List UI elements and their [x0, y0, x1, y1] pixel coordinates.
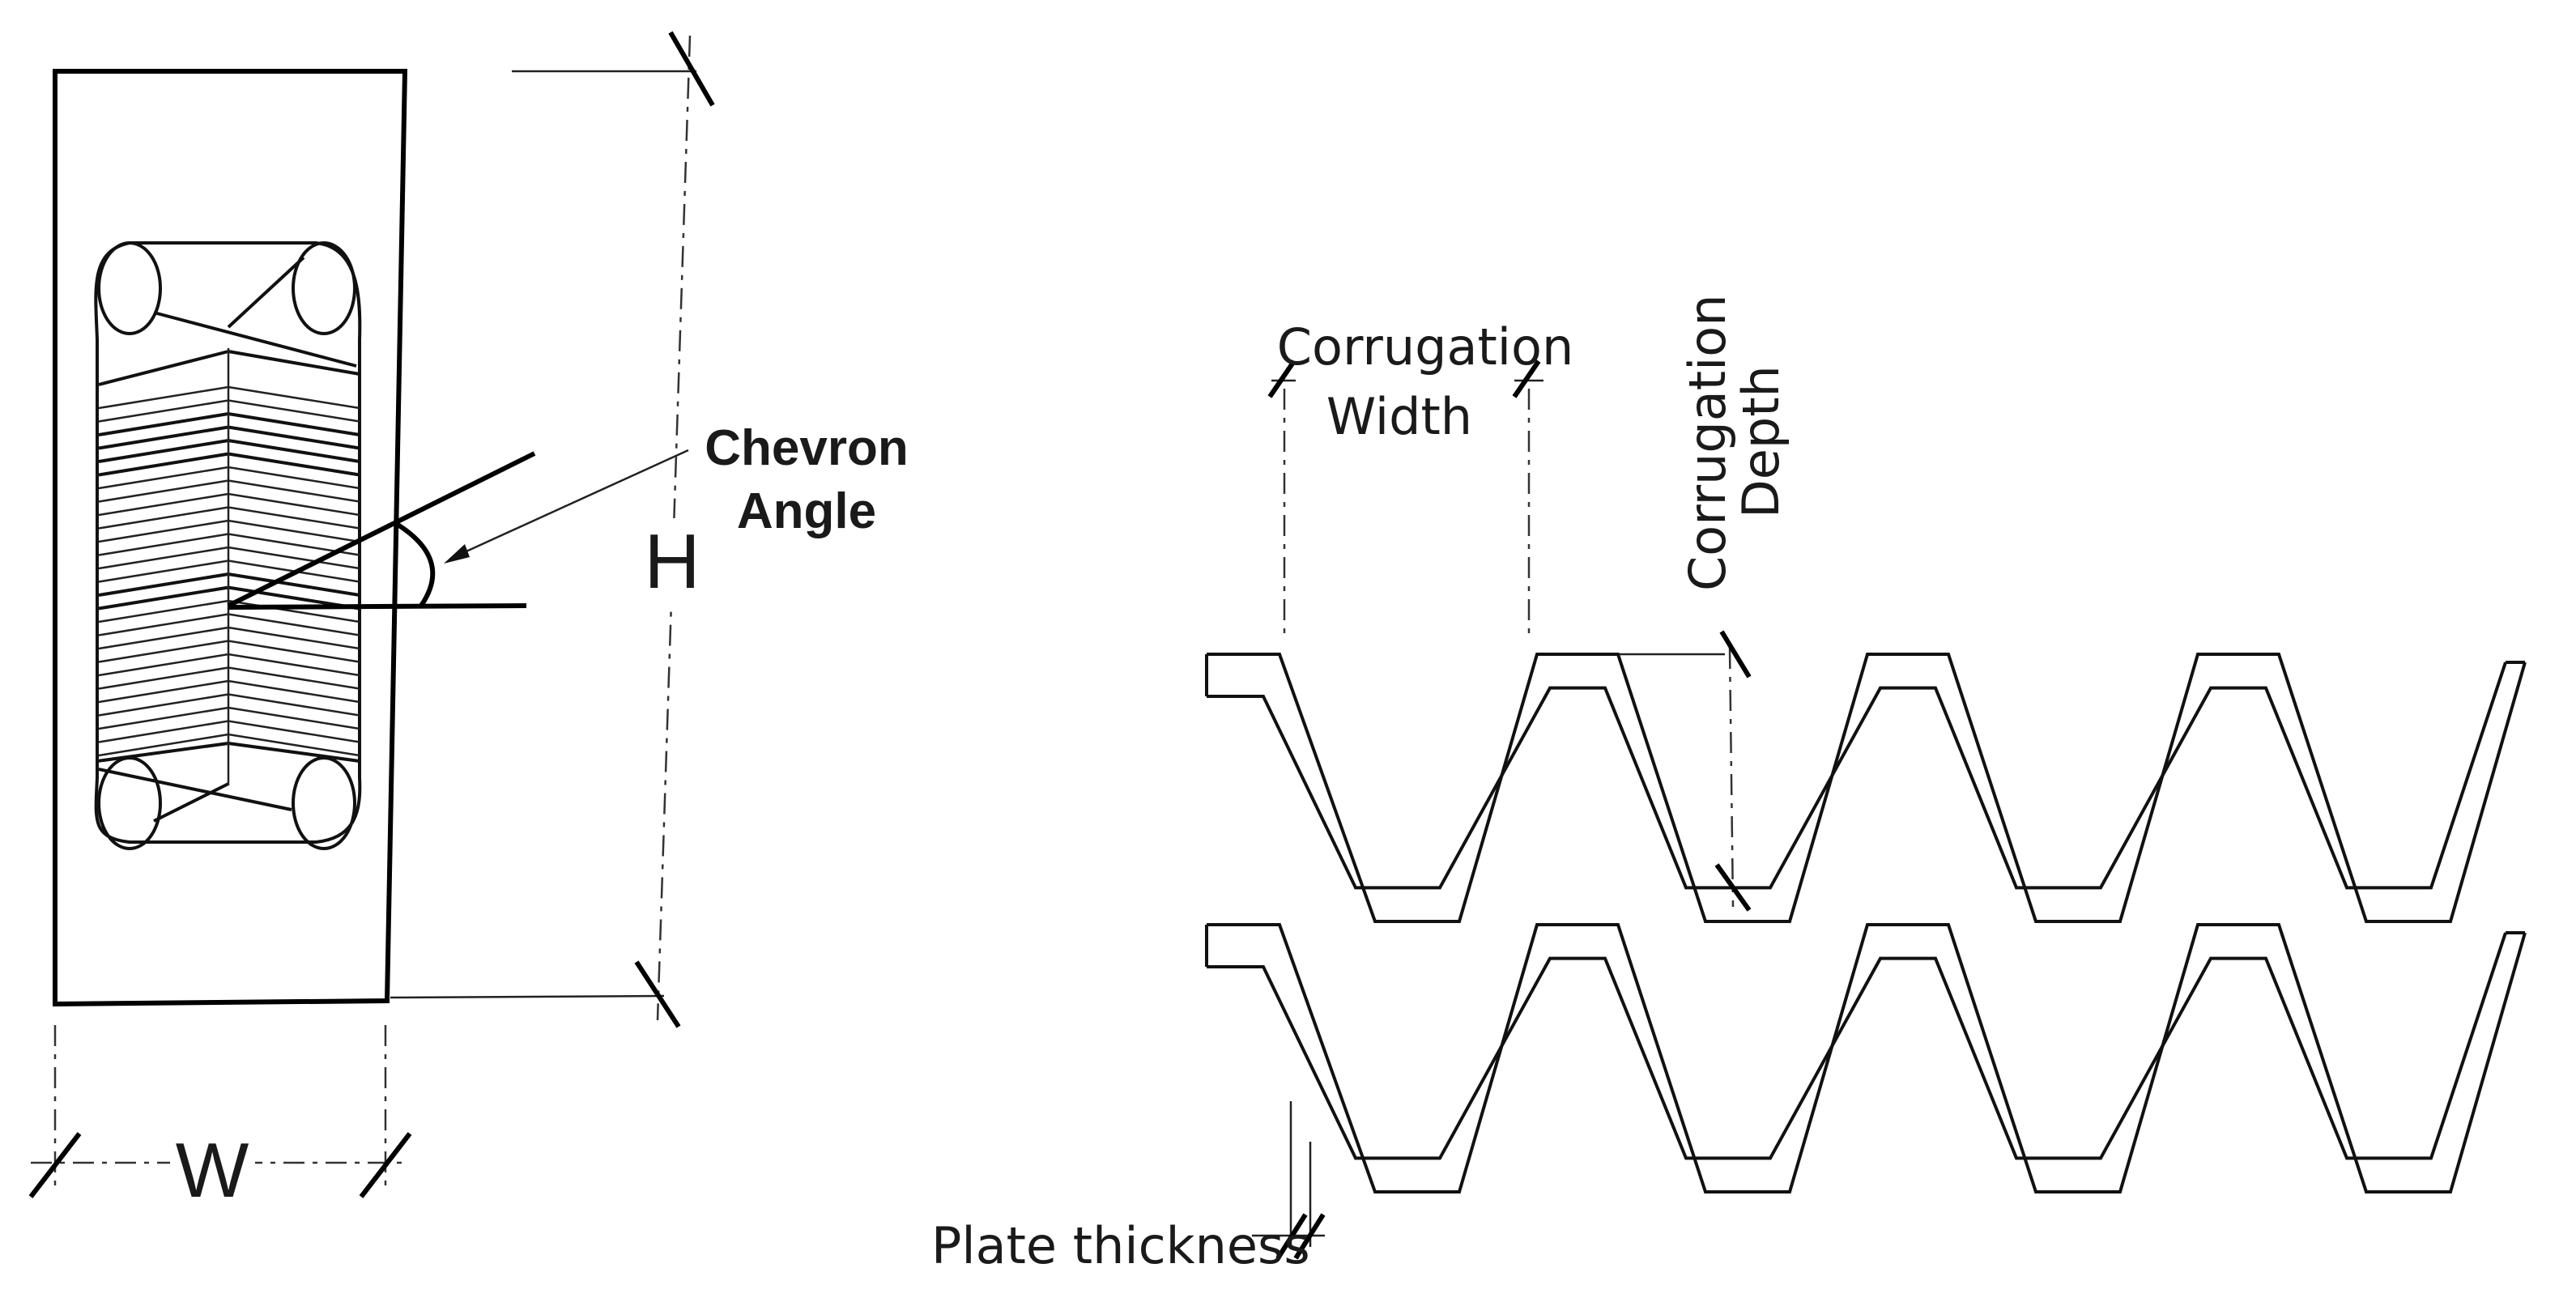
- corrugation-depth-label-line1: Corrugation: [1678, 294, 1737, 591]
- chevron-angle-arm-lower: [228, 603, 527, 610]
- gasket-outline: [94, 241, 362, 844]
- chevron-angle-arrowhead: [444, 544, 470, 564]
- distribution-line: [153, 311, 357, 368]
- port-hole-top-right: [292, 241, 356, 335]
- plate-thickness-tick-2: [1293, 1213, 1326, 1260]
- port-hole-bottom-right: [292, 756, 356, 850]
- corrugation-width-tick-right: [1512, 360, 1541, 398]
- plate-outline: [53, 69, 408, 1007]
- corrugation-depth-dimension-line: [1728, 647, 1735, 908]
- plate-thickness-tick-1: [1275, 1213, 1308, 1260]
- plate-inner-edge: [1207, 662, 2507, 890]
- distribution-line: [98, 350, 229, 386]
- chevron-angle-leader: [449, 449, 689, 560]
- corrugation-width-label-line2: Width: [1326, 387, 1472, 446]
- corrugation-width-tick-left: [1267, 360, 1297, 398]
- corrugation-depth-tick-bottom: [1714, 863, 1752, 912]
- width-label-gap: [170, 1125, 255, 1206]
- height-tick-top: [668, 31, 715, 107]
- corrugated-plate-top: [1205, 653, 2527, 923]
- distribution-line: [98, 768, 292, 811]
- height-label: H: [644, 518, 700, 605]
- chevron-corrugations: [98, 348, 360, 785]
- corrugation-depth-tick-top: [1719, 630, 1752, 679]
- port-hole-top-left: [97, 241, 162, 335]
- corrugation-width-label-gap: [1296, 356, 1514, 389]
- distribution-line: [228, 742, 360, 763]
- height-extension-bottom: [390, 994, 665, 999]
- chevron-angle-label-line2: Angle: [737, 483, 876, 539]
- corrugated-plate-bottom: [1205, 923, 2527, 1194]
- distribution-line: [227, 256, 305, 329]
- distribution-line: [153, 782, 229, 823]
- chevron-angle-arc: [394, 521, 436, 607]
- plate-outer-edge: [1207, 653, 2527, 923]
- corrugation-depth-label-line2: Depth: [1731, 365, 1790, 518]
- chevron-angle-arm-upper: [227, 451, 536, 608]
- plate-drawing: Chevron Angle H W: [28, 31, 909, 1214]
- plate-outer-edge: [1207, 923, 2527, 1194]
- chevron-angle-label-line1: Chevron: [705, 420, 908, 476]
- corrugation-profile: Corrugation Width Corrugation Depth Plat…: [931, 294, 2527, 1275]
- width-tick-left: [28, 1132, 82, 1198]
- plate-inner-edge: [1207, 932, 2507, 1160]
- plate-thickness-label: Plate thickness: [931, 1216, 1310, 1275]
- height-tick-bottom: [634, 960, 681, 1028]
- height-label-gap: [644, 518, 692, 607]
- width-label: W: [176, 1127, 249, 1214]
- distribution-line: [96, 742, 229, 763]
- width-tick-right: [359, 1132, 412, 1198]
- distribution-line: [228, 350, 360, 376]
- corrugation-width-label-line1: Corrugation: [1277, 317, 1574, 377]
